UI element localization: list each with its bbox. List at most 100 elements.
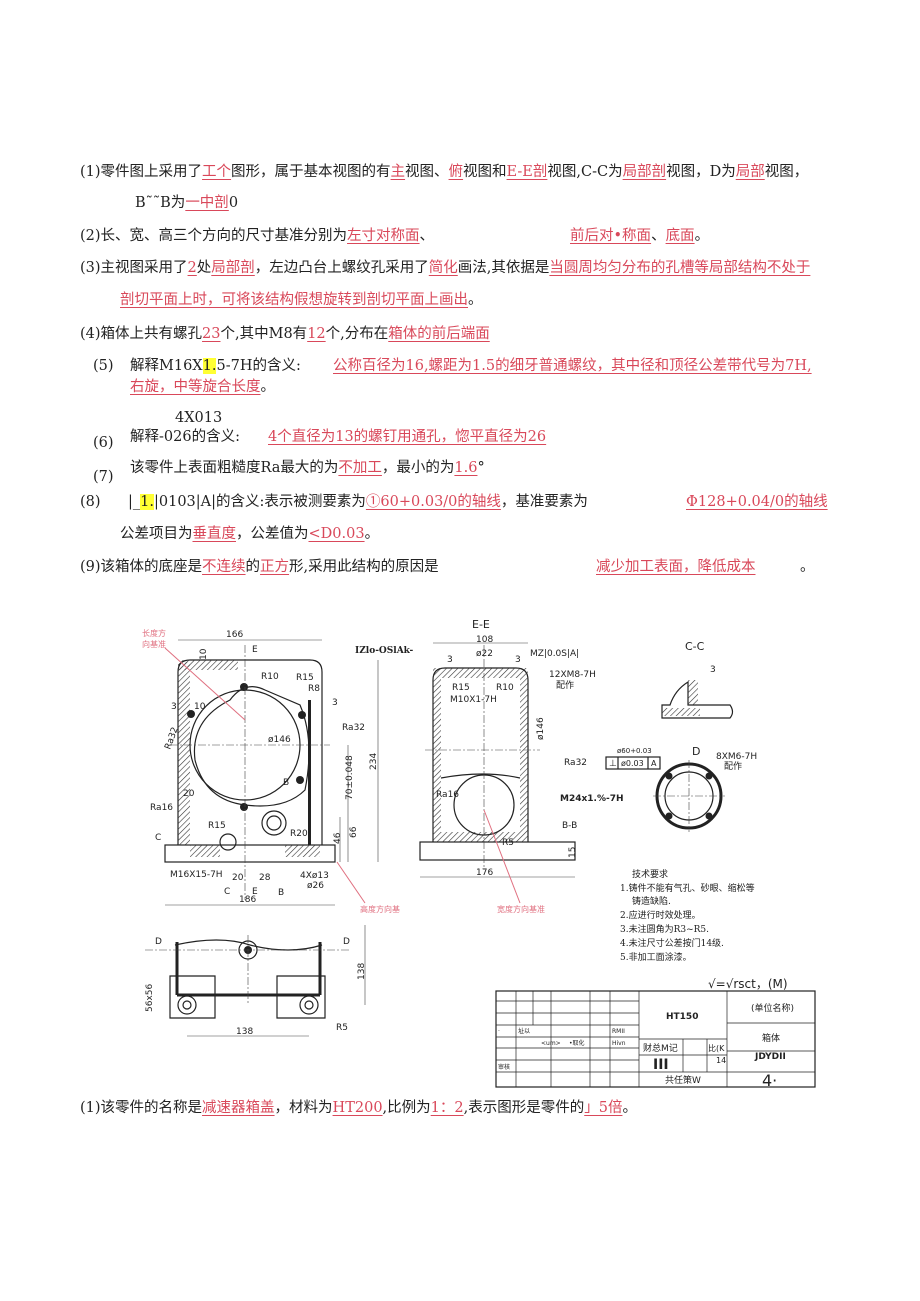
question-text: (8) bbox=[80, 494, 101, 510]
dim-138: 138 bbox=[236, 1027, 253, 1037]
dim-3: 3 bbox=[332, 698, 338, 708]
dim-66: 66 bbox=[349, 826, 359, 838]
question-text: 、 bbox=[651, 228, 666, 244]
answer-text: 1.6 bbox=[454, 460, 478, 476]
question-text: 个,分布在 bbox=[325, 326, 389, 342]
question-line-q8c: 公差项目为垂直度，公差值为<D0.03。 bbox=[120, 525, 379, 543]
cell: 审核 bbox=[498, 1063, 510, 1071]
question-line-q7: 该零件上表面粗糙度Ra最大的为不加工，最小的为1.6° bbox=[130, 459, 485, 477]
label-peizuo: 配作 bbox=[556, 679, 574, 691]
answer-text: 减速器箱盖 bbox=[202, 1100, 275, 1116]
question-text: 。 bbox=[468, 292, 483, 308]
title-block: HT150 (单位名称) 箱体 JDYDII 4· 财总M记 比(K III 1… bbox=[495, 990, 816, 1090]
scale-label: 比(K bbox=[708, 1043, 725, 1053]
label-d146: ø146 bbox=[268, 735, 291, 745]
label-holes: 4Xø13 bbox=[300, 871, 329, 881]
dim-46: 46 bbox=[333, 832, 343, 844]
label-r10: R10 bbox=[496, 683, 514, 693]
label-c: C bbox=[155, 833, 161, 843]
question-text: (2)长、宽、高三个方向的尺寸基准分别为 bbox=[80, 228, 348, 244]
question-line-q4: (4)箱体上共有螺孔23个,其中M8有12个,分布在箱体的前后端面 bbox=[80, 325, 490, 343]
question-text: 视图、 bbox=[405, 164, 449, 180]
answer-text: 主 bbox=[390, 164, 406, 180]
view-title: C-C bbox=[685, 640, 705, 653]
question-text: 的含义:表示被测要素为 bbox=[216, 494, 366, 510]
tech-item: 4.未注尺寸公差按门14级. bbox=[620, 937, 724, 949]
dim-108: 108 bbox=[476, 635, 493, 645]
question-text: 0 bbox=[228, 195, 239, 211]
label-r15: R15 bbox=[208, 821, 226, 831]
question-text: |0103|A| bbox=[153, 494, 217, 510]
dim-3: 3 bbox=[710, 665, 716, 675]
label-d60: ø60+0.03 bbox=[617, 747, 652, 755]
answer-text: Φ128+0.04/0的轴线 bbox=[686, 494, 828, 510]
dim-15: 15 bbox=[568, 847, 578, 858]
tolerance-value: ø0.03 bbox=[621, 759, 644, 768]
answer-text: 右旋，中等旋合长度 bbox=[130, 379, 261, 395]
dim-186: 186 bbox=[239, 895, 256, 905]
question-text: 视图， bbox=[764, 164, 809, 180]
label-d: D bbox=[155, 937, 162, 947]
sheet-total: 共任策W bbox=[665, 1074, 701, 1086]
question-line-q10: (1)该零件的名称是减速器箱盖，材料为HT200,比例为1：2,表示图形是零件的… bbox=[80, 1099, 637, 1117]
question-text: (6) bbox=[93, 435, 114, 451]
question-line-q6n: (6) bbox=[93, 434, 114, 452]
dim-3: 3 bbox=[171, 702, 177, 712]
top-view: D D 138 56x56 138 R5 bbox=[145, 925, 367, 1037]
question-text: B˜˜B为 bbox=[135, 195, 186, 211]
question-line-q2: (2)长、宽、高三个方向的尺寸基准分别为左寸对称面、 bbox=[80, 227, 434, 245]
question-text: 处 bbox=[196, 260, 212, 276]
question-line-q6t: 4X013 bbox=[175, 409, 222, 427]
label-r20: R20 bbox=[290, 829, 308, 839]
question-text: 。 bbox=[622, 1100, 637, 1116]
answer-text: 箱体的前后端面 bbox=[388, 326, 490, 342]
cell: · bbox=[498, 1028, 500, 1035]
cell: RMII bbox=[612, 1028, 625, 1035]
question-text: 。 bbox=[694, 228, 710, 244]
view-d: D 8XM6-7H 配作 ø60+0.03 ⊥ ø0.03 A bbox=[605, 745, 757, 832]
dim-10: 10 bbox=[194, 702, 206, 712]
answer-text: 减少加工表面，降低成本 bbox=[596, 559, 756, 575]
question-text: 图形，属于基本视图的有 bbox=[231, 164, 391, 180]
question-text: 的 bbox=[245, 559, 261, 575]
datum-ref: A bbox=[651, 759, 657, 768]
question-text: ，左边凸台上螺纹孔采用了 bbox=[254, 260, 429, 276]
cell: 址以 bbox=[518, 1027, 530, 1035]
tech-item: 3.未注圆角为R3~R5. bbox=[620, 923, 709, 935]
question-line-q8b: |_1.|0103|A|的含义:表示被测要素为①60+0.03/0的轴线，基准要… bbox=[128, 493, 588, 511]
question-text: (4)箱体上共有螺孔 bbox=[80, 326, 203, 342]
answer-text: 底面 bbox=[665, 228, 695, 244]
dim-56x56: 56x56 bbox=[145, 983, 155, 1012]
label-r15: R15 bbox=[452, 683, 470, 693]
answer-text: 正方 bbox=[260, 559, 290, 575]
answer-text: 12 bbox=[307, 326, 326, 342]
question-text: (1)该零件的名称是 bbox=[80, 1100, 203, 1116]
question-text: ° bbox=[477, 460, 485, 476]
question-text: ，最小的为 bbox=[381, 460, 455, 476]
question-text: 。 bbox=[260, 379, 276, 395]
question-text: ，基准要素为 bbox=[500, 494, 588, 510]
question-line-q1b: B˜˜B为一中剖0 bbox=[135, 194, 238, 212]
cell: Hivn bbox=[612, 1040, 626, 1047]
dim-3: 3 bbox=[447, 655, 453, 665]
question-line-q1: (1)零件图上采用了工个图形，属于基本视图的有主视图、俯视图和E-E剖视图,C-… bbox=[80, 163, 808, 181]
question-text: (5) bbox=[93, 358, 114, 374]
label-m24: M24x1.%-7H bbox=[560, 794, 624, 804]
tech-item: 铸造缺陷. bbox=[632, 895, 671, 907]
question-text: (7) bbox=[93, 469, 114, 485]
question-line-q8a: Φ128+0.04/0的轴线 bbox=[686, 493, 828, 511]
question-line-q3b: 剖切平面上时，可将该结构假想旋转到剖切平面上画出。 bbox=[120, 291, 483, 309]
answer-text: 当圆周均匀分布的孔槽等局部结构不处于 bbox=[549, 260, 811, 276]
label-r5: R5 bbox=[336, 1023, 348, 1033]
front-view: 166 186 234 70±0.048 66 46 E R10 R15 R8 … bbox=[142, 628, 400, 914]
dim-10: 10 bbox=[199, 648, 209, 660]
question-line-q7n: (7) bbox=[93, 468, 114, 486]
drawing-code: JDYDII bbox=[754, 1052, 786, 1062]
tech-item: 2.应进行时效处理。 bbox=[620, 909, 701, 921]
question-line-q5a: 公称百径为16,螺距为1.5的细牙普通螺纹，其中径和顶径公差带代号为7H, bbox=[333, 357, 812, 375]
answer-text: 一中剖 bbox=[185, 195, 229, 211]
roughness-ra32: Ra32 bbox=[564, 758, 587, 768]
answer-text: 2 bbox=[187, 260, 197, 276]
question-line-q9b: 。 bbox=[800, 558, 815, 576]
